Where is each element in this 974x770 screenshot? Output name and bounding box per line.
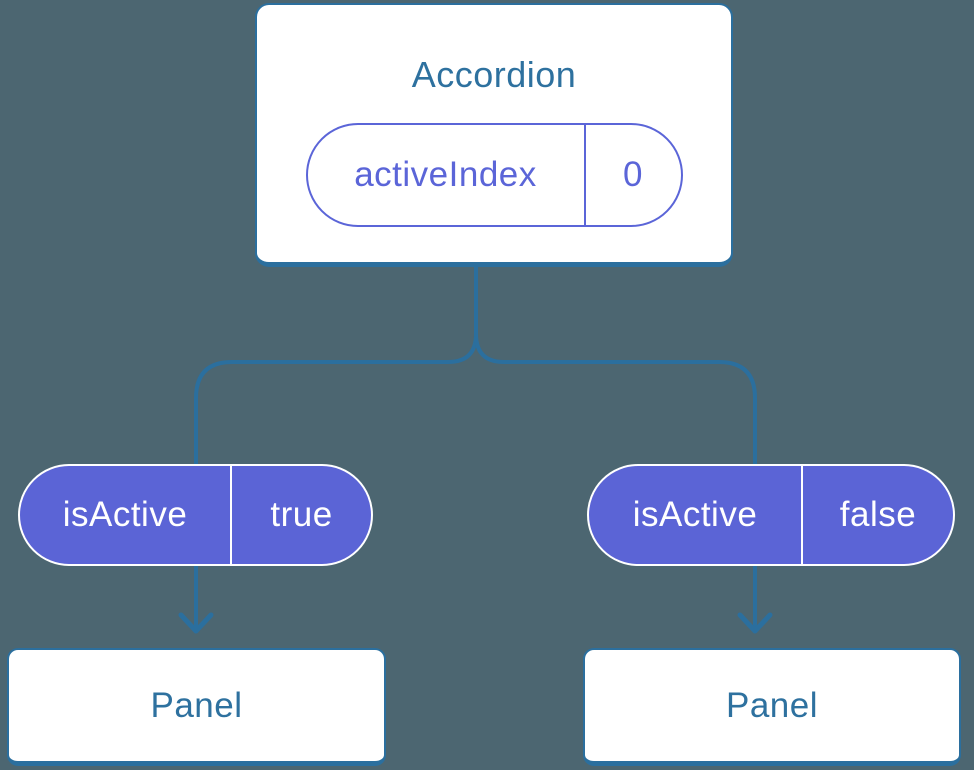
- prop-pill-isactive-true: isActive true: [18, 464, 373, 566]
- state-pill-name: activeIndex: [354, 155, 537, 194]
- prop-pill-name: isActive: [62, 495, 188, 534]
- arrow-down-icon: [178, 612, 214, 634]
- state-pill-activeindex: activeIndex 0: [305, 123, 683, 227]
- connector-left-branch: [194, 265, 478, 466]
- component-title: Panel: [150, 685, 243, 725]
- panel-component-card-right: Panel: [583, 648, 961, 766]
- component-title: Panel: [725, 685, 819, 725]
- prop-pill-name: isActive: [632, 495, 758, 534]
- prop-pill-value: false: [801, 466, 953, 564]
- arrow-down-icon: [737, 612, 773, 634]
- connector-right-branch: [474, 265, 757, 466]
- prop-pill-isactive-false: isActive false: [587, 464, 955, 566]
- accordion-component-card: Accordion activeIndex 0: [255, 3, 733, 267]
- component-title: Accordion: [411, 54, 577, 95]
- prop-pill-value: true: [230, 466, 371, 564]
- state-pill-value: 0: [583, 125, 681, 225]
- panel-component-card-left: Panel: [7, 648, 386, 766]
